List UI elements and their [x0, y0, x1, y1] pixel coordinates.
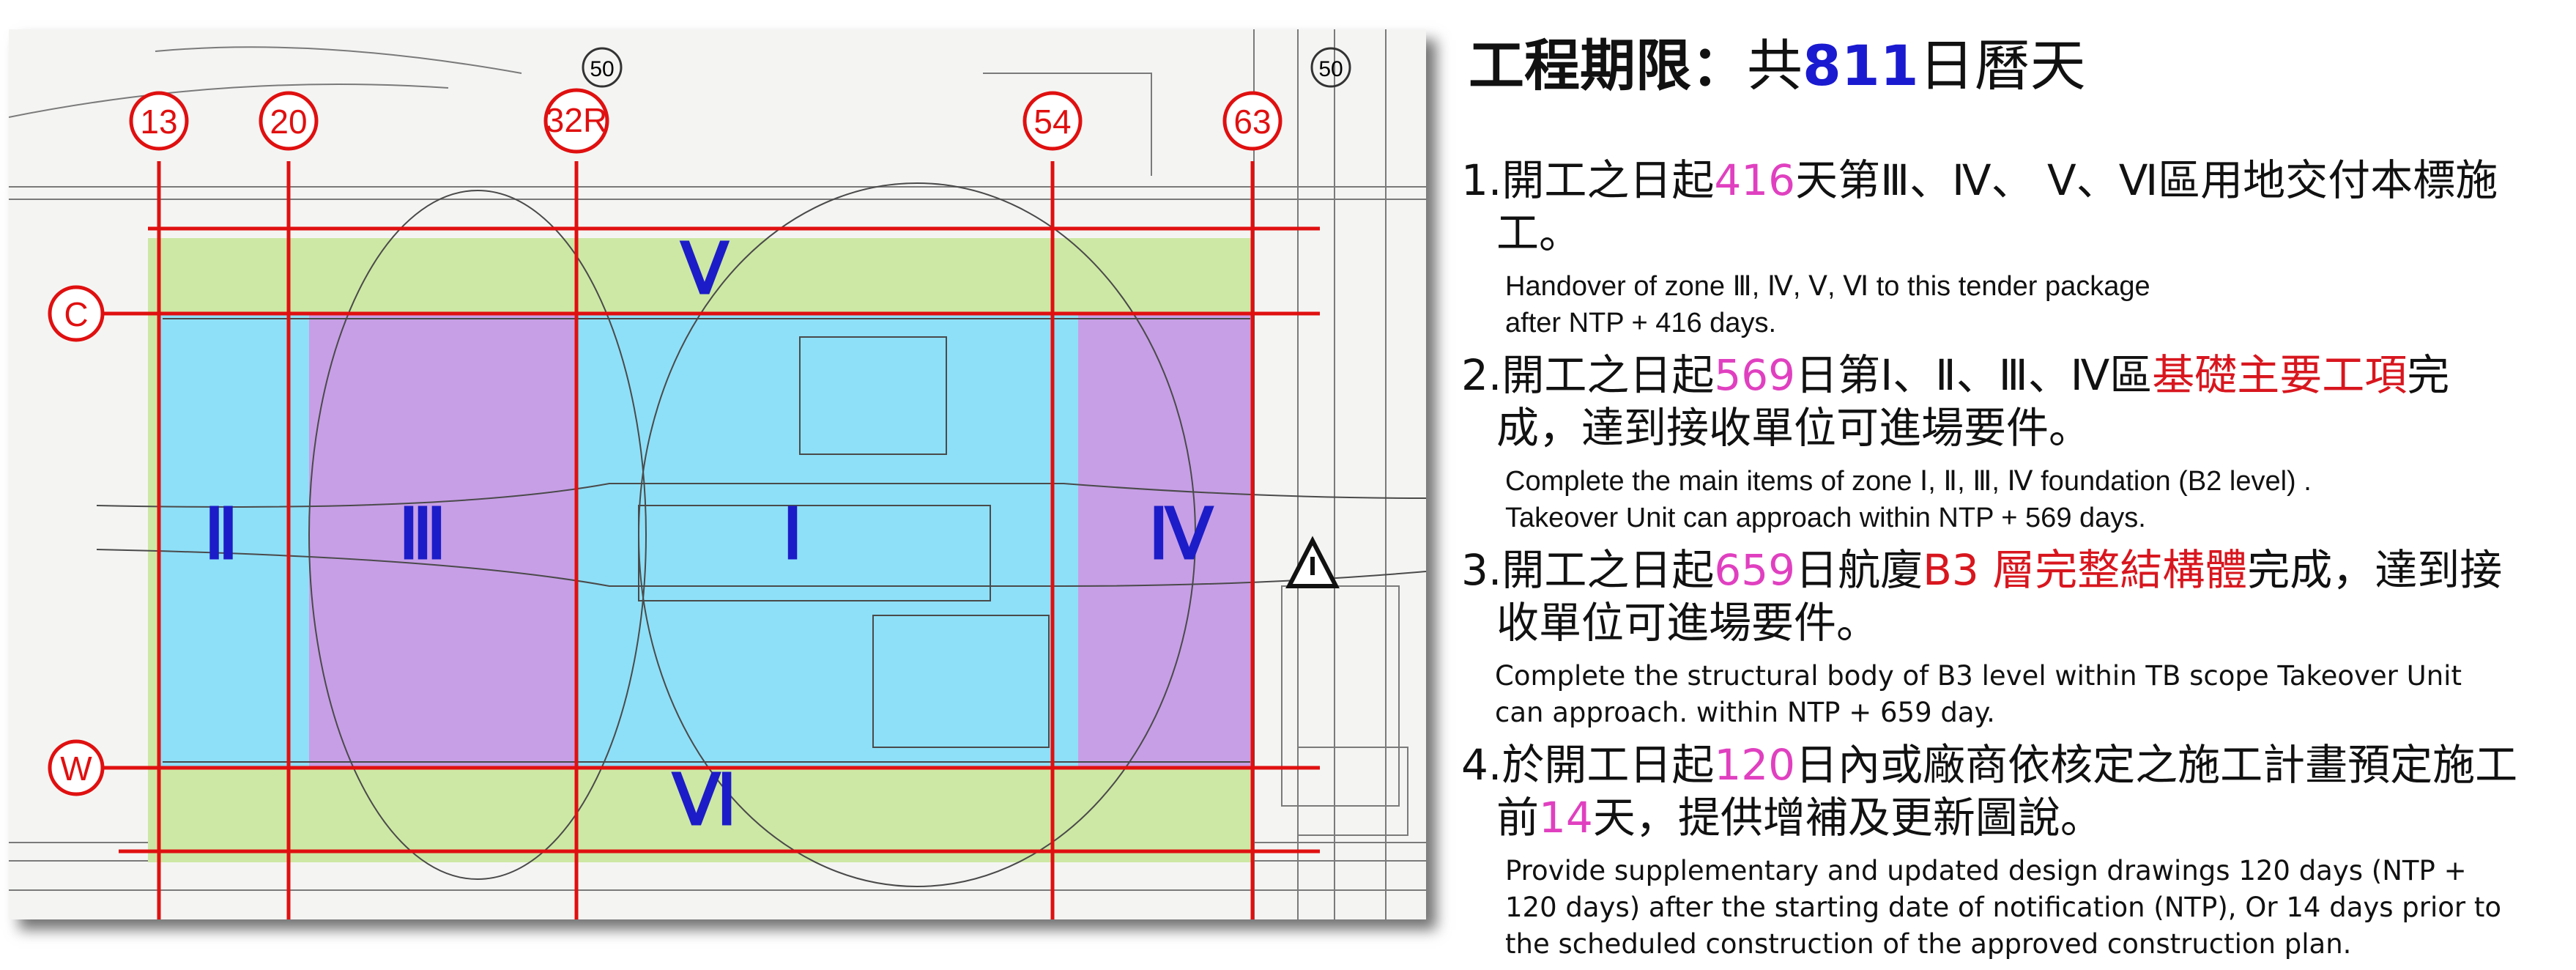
svg-text:63: 63: [1233, 103, 1271, 141]
grid-bubble-63: 63: [1222, 91, 1283, 151]
svg-text:20: 20: [270, 103, 307, 141]
grid-bubble-32r: 32R: [543, 88, 609, 154]
svg-text:50: 50: [590, 57, 614, 81]
grid-bubble-w: W: [48, 739, 105, 796]
milestone-item-4: 4.於開工日起120日內或廠商依核定之施工計畫預定施工 前14天，提供增補及更新…: [1461, 738, 2560, 963]
milestone-2-en: Complete the main items of zone Ⅰ, Ⅱ, Ⅲ,…: [1505, 466, 2312, 533]
milestone-item-2: 2.開工之日起569日第Ⅰ、Ⅱ、Ⅲ、Ⅳ區基礎主要工項完 成，達到接收單位可進場要…: [1461, 349, 2560, 536]
svg-text:W: W: [60, 749, 92, 788]
zone-vi-fill: [148, 756, 1254, 862]
title-label: 工程期限：: [1469, 33, 1747, 98]
zone-label-i: Ⅰ: [782, 495, 803, 574]
milestone-item-1: 1.開工之日起416天第Ⅲ、Ⅳ、 Ⅴ、Ⅵ區用地交付本標施 工。 Handover…: [1461, 154, 2560, 341]
site-plan-drawing: 50 50 13 20 32R: [9, 29, 1426, 919]
title-days: 811: [1803, 33, 1919, 98]
zone-label-vi: Ⅵ: [671, 761, 738, 840]
grid-bubble-20: 20: [259, 91, 319, 151]
warning-triangle-icon: [1285, 536, 1340, 588]
milestone-4-zh: 4.於開工日起120日內或廠商依核定之施工計畫預定施工 前14天，提供增補及更新…: [1461, 740, 2518, 843]
grid-bubble-13: 13: [129, 91, 189, 151]
milestone-1-zh: 1.開工之日起416天第Ⅲ、Ⅳ、 Ⅴ、Ⅵ區用地交付本標施 工。: [1461, 155, 2498, 258]
milestone-3-en: Complete the structural body of B3 level…: [1495, 660, 2462, 728]
grid-lines: [75, 161, 1320, 919]
milestone-4-en: Provide supplementary and updated design…: [1505, 855, 2502, 960]
grid-bubble-54: 54: [1022, 91, 1083, 151]
svg-text:50: 50: [1318, 57, 1343, 81]
milestone-3-zh: 3.開工之日起659日航廈B3 層完整結構體完成，達到接 收單位可進場要件。: [1461, 545, 2503, 648]
schedule-panel: 工程期限：共811日曆天 1.開工之日起416天第Ⅲ、Ⅳ、 Ⅴ、Ⅵ區用地交付本標…: [1461, 29, 2560, 970]
grid-bubble-c: C: [48, 285, 105, 342]
title-prefix: 共: [1747, 33, 1803, 98]
site-plan-svg: 50 50 13 20 32R: [9, 29, 1426, 919]
milestone-item-3: 3.開工之日起659日航廈B3 層完整結構體完成，達到接 收單位可進場要件。 C…: [1461, 544, 2560, 731]
svg-text:13: 13: [140, 103, 177, 141]
svg-text:54: 54: [1033, 103, 1071, 141]
zone-ii-fill: [159, 314, 309, 768]
zone-iii-fill: [309, 314, 576, 768]
zone-label-ii: Ⅱ: [204, 495, 238, 574]
elevation-mark-1: 50: [582, 47, 623, 88]
svg-text:C: C: [64, 295, 88, 333]
milestone-1-en: Handover of zone Ⅲ, Ⅳ, Ⅴ, Ⅵ to this tend…: [1505, 271, 2150, 338]
zone-label-v: Ⅴ: [679, 230, 730, 308]
zone-label-iii: Ⅲ: [398, 495, 447, 574]
zone-i-fill: [576, 314, 1078, 768]
page-title: 工程期限：共811日曆天: [1469, 29, 2560, 103]
elevation-mark-2: 50: [1310, 47, 1351, 88]
title-suffix: 日曆天: [1918, 33, 2086, 98]
milestone-2-zh: 2.開工之日起569日第Ⅰ、Ⅱ、Ⅲ、Ⅳ區基礎主要工項完 成，達到接收單位可進場要…: [1461, 350, 2450, 453]
svg-text:32R: 32R: [546, 101, 607, 139]
zone-label-iv: Ⅳ: [1148, 495, 1214, 574]
